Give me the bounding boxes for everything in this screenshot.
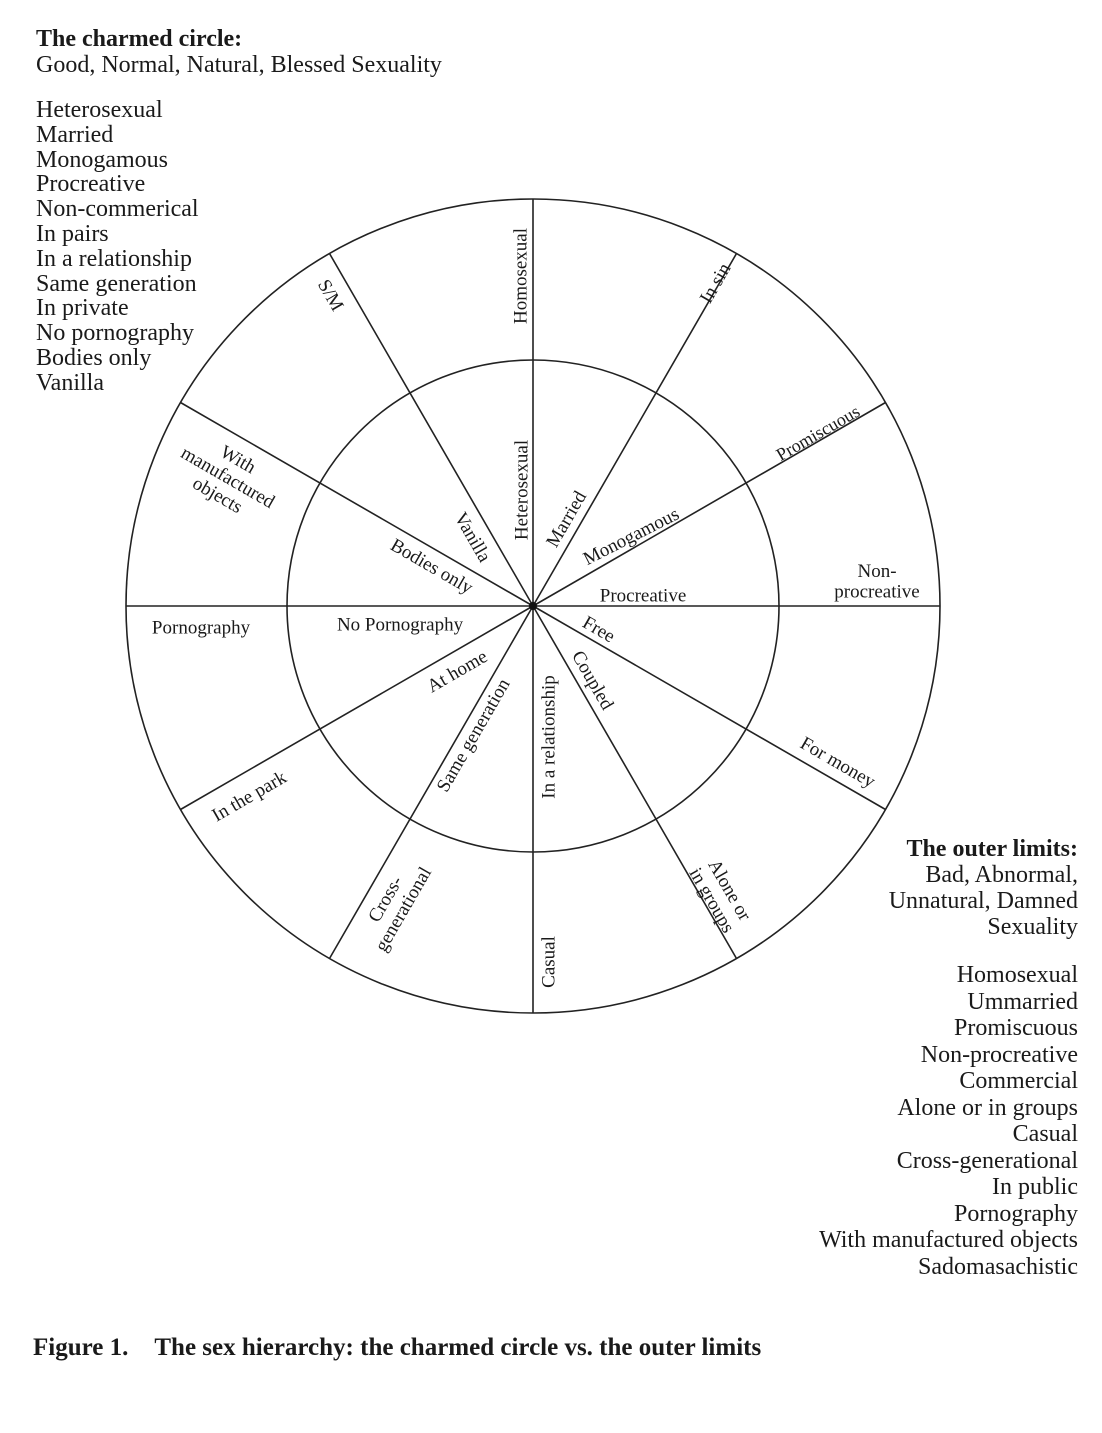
inner-segment-label-line: No Pornography (337, 614, 464, 635)
wheel-spoke (328, 605, 534, 959)
wheel-spoke (532, 605, 738, 959)
outer-segment-label: Homosexual (510, 228, 531, 324)
outer-segment-label: Promiscuous (773, 401, 864, 465)
outer-segment-label: Withmanufacturedobjects (167, 425, 289, 531)
outer-segment-label: For money (796, 733, 879, 793)
list-item: Pornography (954, 1200, 1078, 1227)
wheel-spoke (180, 401, 534, 607)
outer-segment-label: Cross-generational (353, 853, 436, 955)
figure-number: Figure 1. (33, 1334, 129, 1361)
outer-segment-label-line: In the park (209, 767, 291, 827)
inner-segment-label: Vanilla (450, 509, 495, 567)
outer-segment-label-line: Homosexual (510, 228, 531, 324)
wheel-spoke (328, 253, 534, 607)
center-dot (529, 602, 537, 610)
outer-list: Homosexual Ummarried Promiscuous Non-pro… (678, 962, 1078, 1280)
list-item: Commercial (959, 1068, 1078, 1094)
wheel-spoke (180, 605, 534, 811)
inner-segment-label-line: Same generation (433, 675, 515, 796)
inner-segment-label-line: In a relationship (538, 675, 559, 798)
list-item: In public (992, 1174, 1078, 1200)
list-item: In private (36, 295, 129, 322)
list-item: With manufactured objects (819, 1227, 1078, 1253)
charmed-heading: The charmed circle: (36, 26, 243, 52)
inner-segment-label: No Pornography (337, 614, 464, 635)
outer-subtitle-line: Sexuality (987, 914, 1078, 940)
wheel-spoke (532, 605, 886, 811)
charmed-subtitle: Good, Normal, Natural, Blessed Sexuality (36, 52, 442, 78)
inner-segment-label-line: At home (424, 646, 492, 697)
outer-subtitle-line: Bad, Abnormal, (925, 862, 1078, 888)
inner-segment-label-line: Vanilla (450, 509, 495, 567)
list-item: Vanilla (36, 369, 104, 396)
inner-segment-label: Monogamous (580, 504, 683, 570)
list-item: Promiscuous (953, 1015, 1078, 1041)
list-item: Non-procreative (920, 1041, 1078, 1068)
charmed-list: Heterosexual Married Monogamous Procreat… (36, 98, 556, 396)
outer-segment-label-line: procreative (834, 582, 919, 603)
list-item: Alone or in groups (897, 1094, 1078, 1121)
wheel-spokes (126, 199, 940, 1013)
outer-segment-label-line: Promiscuous (773, 401, 864, 465)
outer-segment-label-line: For money (796, 733, 879, 793)
outer-segment-label: In the park (209, 767, 291, 827)
inner-segment-label: In a relationship (538, 675, 559, 798)
outer-segment-label-line: Non- (857, 561, 896, 582)
list-item: Non-commerical (36, 196, 199, 223)
list-item: Sadomasachistic (918, 1253, 1078, 1280)
list-item: Procreative (36, 171, 146, 198)
inner-segment-label: Free (579, 612, 619, 647)
list-item: Monogamous (36, 146, 168, 173)
inner-segment-label: At home (424, 646, 492, 697)
inner-segment-label-line: Bodies only (387, 535, 477, 599)
inner-segment-label: Procreative (600, 585, 687, 606)
inner-segment-label-line: Monogamous (580, 504, 683, 570)
list-item: No pornography (36, 320, 194, 347)
outer-heading: The outer limits: (906, 836, 1078, 862)
inner-segment-label: Bodies only (387, 535, 477, 599)
outer-subtitle-line: Unnatural, Damned (888, 888, 1078, 914)
inner-segment-label: Same generation (433, 675, 515, 796)
list-item: Homosexual (956, 962, 1078, 988)
outer-limits-legend: The outer limits: Bad, Abnormal, Unnatur… (678, 836, 1078, 1280)
list-item: In pairs (36, 220, 109, 247)
list-item: Casual (1012, 1121, 1078, 1147)
wheel-spoke (532, 253, 738, 607)
inner-segment-label-line: Free (579, 612, 619, 647)
inner-segment-label-line: Procreative (600, 585, 687, 606)
inner-segment-label-line: Coupled (567, 647, 618, 714)
list-item: Same generation (36, 270, 197, 297)
list-item: In a relationship (36, 245, 192, 272)
figure-caption-text: The sex hierarchy: the charmed circle vs… (154, 1334, 762, 1361)
charmed-circle-legend: The charmed circle: Good, Normal, Natura… (36, 26, 556, 396)
outer-segment-label: Casual (538, 936, 559, 988)
list-item: Ummarried (967, 988, 1078, 1015)
inner-segment-label: Heterosexual (511, 440, 532, 540)
inner-segment-label: Coupled (567, 647, 618, 714)
outer-segment-label: Non-procreative (834, 561, 919, 603)
figure-caption: Figure 1. The sex hierarchy: the charmed … (33, 1334, 761, 1362)
list-item: Bodies only (36, 344, 152, 371)
outer-segment-label-line: Pornography (152, 617, 251, 638)
list-item: Heterosexual (36, 97, 163, 123)
outer-segment-label: Pornography (152, 617, 251, 638)
wheel-spoke (532, 401, 886, 607)
list-item: Married (36, 121, 114, 148)
outer-segment-label-line: Casual (538, 936, 559, 988)
list-item: Cross-generational (896, 1147, 1078, 1174)
inner-segment-label-line: Heterosexual (511, 440, 532, 540)
